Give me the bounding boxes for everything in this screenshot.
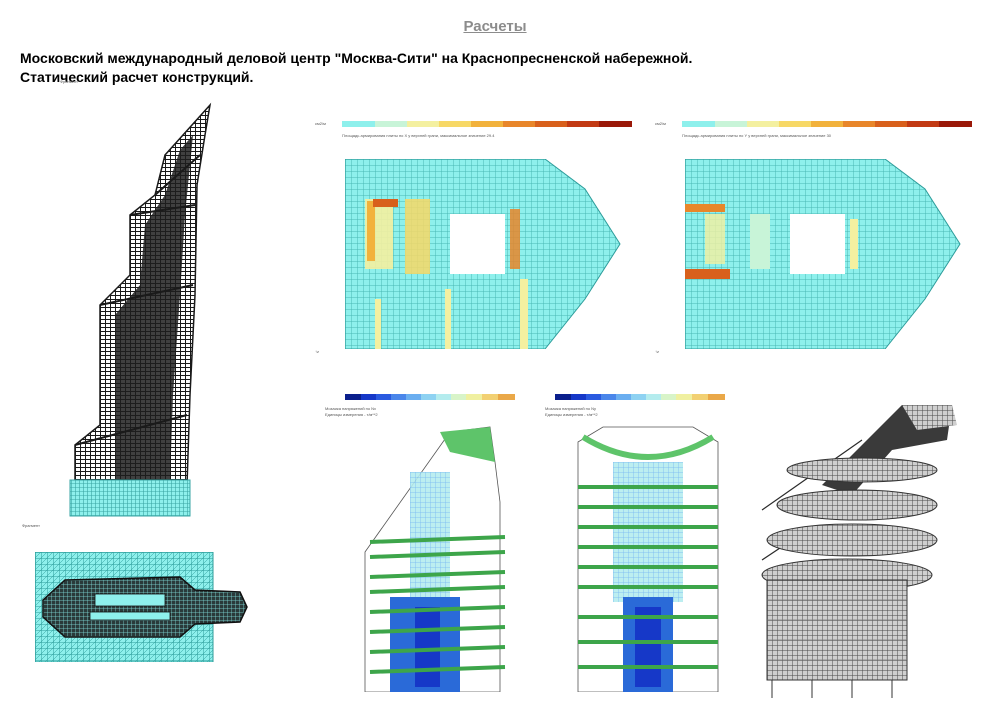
plan-top-right: см2/м Площадь армирования плиты по Y у в… (655, 117, 975, 362)
section-caption-2: Единицы измерения - т/м**2 (545, 412, 598, 417)
legend-unit: см2/м (655, 121, 666, 126)
section-left: Мозаика напряжений по Nx Единицы измерен… (325, 394, 525, 699)
slab-plan-x-figure (345, 159, 621, 349)
section-caption-1: Мозаика напряжений по Ny (545, 406, 597, 411)
legend-bar (555, 394, 725, 400)
plan-top-left: см2/м Площадь армирования плиты по X у в… (315, 117, 635, 362)
section-caption-2: Единицы измерения - т/м**2 (325, 412, 378, 417)
section-nx-figure (364, 426, 506, 692)
foundation-label: Фрагмент (22, 523, 40, 528)
tower-core (115, 135, 193, 480)
axis-icon: ↑z (655, 349, 659, 354)
tower-label: Фрагмент (60, 79, 78, 84)
lower-block (766, 579, 908, 681)
tower-base (69, 479, 191, 517)
legend-bar (682, 121, 972, 127)
legend-bar (345, 394, 515, 400)
legend-caption: Площадь армирования плиты по X у верхней… (342, 133, 495, 138)
section-caption-1: Мозаика напряжений по Nx (325, 406, 377, 411)
section-right: Мозаика напряжений по Ny Единицы измерен… (545, 394, 735, 699)
floor-slabs (761, 457, 938, 592)
legend-unit: см2/м (315, 121, 326, 126)
foundation-plan-figure (35, 552, 248, 662)
title-line-2: Статический расчет конструкций. (20, 69, 254, 85)
frame-3d-model-figure (761, 405, 957, 698)
slab-plan-y-figure (685, 159, 961, 349)
tower-wireframe-figure (69, 102, 212, 517)
page-heading[interactable]: Расчеты (463, 18, 527, 35)
title-line-1: Московский международный деловой центр "… (20, 50, 693, 66)
legend-bar (342, 121, 632, 127)
legend-caption: Площадь армирования плиты по Y у верхней… (682, 133, 832, 138)
axis-icon: ↑z (315, 349, 319, 354)
section-ny-figure (577, 426, 719, 692)
page-title: Московский международный деловой центр "… (20, 49, 920, 87)
foundation-core (42, 576, 248, 638)
